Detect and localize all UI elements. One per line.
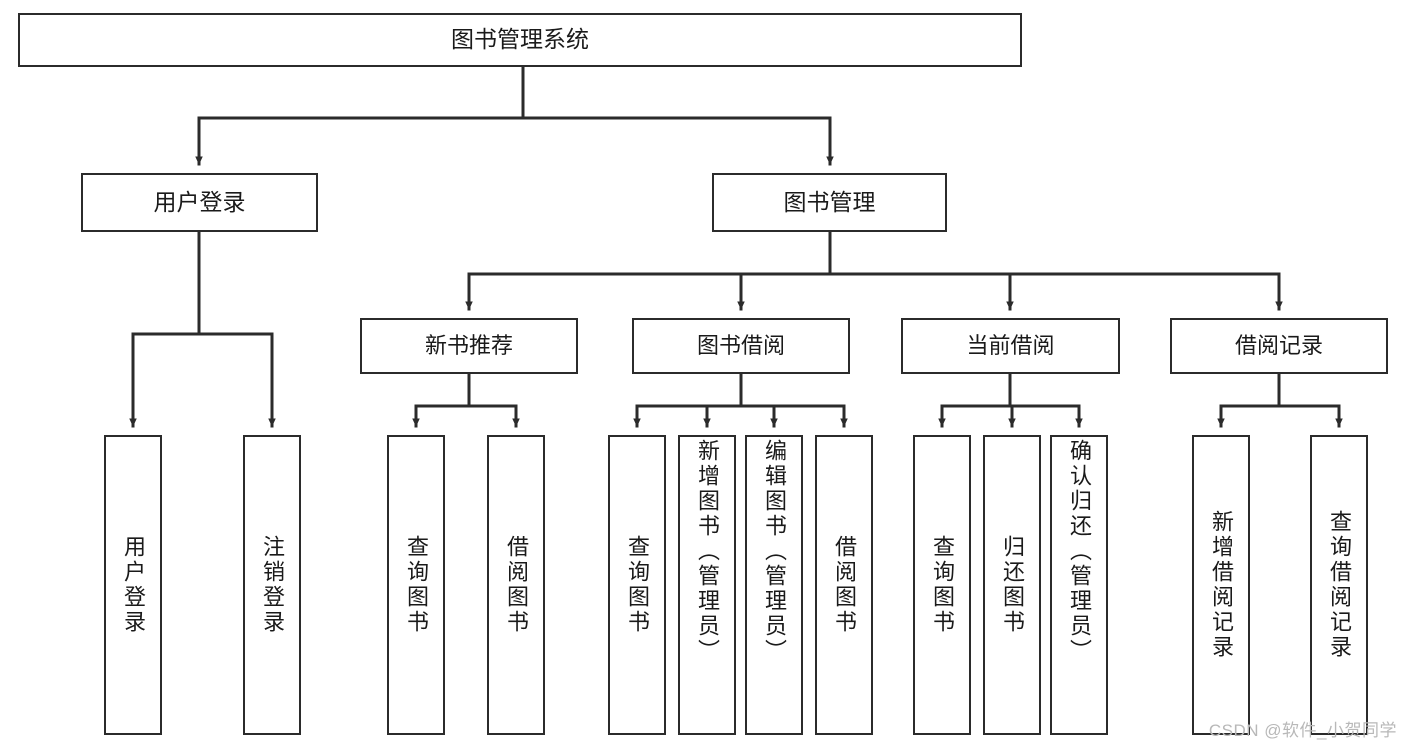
node-leaf-return-book[interactable]: 归还图书 xyxy=(983,435,1041,735)
node-book-borrow-label: 图书借阅 xyxy=(696,333,785,359)
node-book-management[interactable]: 图书管理 xyxy=(712,173,947,232)
node-leaf-edit-book-admin[interactable]: 编辑图书（管理员） xyxy=(745,435,803,735)
node-leaf-logout-login[interactable]: 注销登录 xyxy=(243,435,301,735)
node-leaf-confirm-return-admin[interactable]: 确认归还（管理员） xyxy=(1050,435,1108,735)
node-borrow-record-label: 借阅记录 xyxy=(1234,333,1323,359)
node-leaf-query-book-rec[interactable]: 查询图书 xyxy=(387,435,445,735)
node-leaf-query-book-current[interactable]: 查询图书 xyxy=(913,435,971,735)
node-leaf-return-book-label: 归还图书 xyxy=(1000,535,1025,635)
node-new-book-recommend-label: 新书推荐 xyxy=(424,333,513,359)
node-leaf-borrow-book[interactable]: 借阅图书 xyxy=(815,435,873,735)
node-leaf-query-book-rec-label: 查询图书 xyxy=(404,535,429,635)
node-leaf-confirm-return-admin-label: 确认归还（管理员） xyxy=(1067,439,1092,664)
node-user-login-label: 用户登录 xyxy=(153,188,246,215)
node-leaf-add-borrow-record-label: 新增借阅记录 xyxy=(1209,510,1234,660)
node-leaf-query-book-borrow[interactable]: 查询图书 xyxy=(608,435,666,735)
node-root[interactable]: 图书管理系统 xyxy=(18,13,1022,67)
node-leaf-borrow-book-label: 借阅图书 xyxy=(832,535,857,635)
node-leaf-query-borrow-record[interactable]: 查询借阅记录 xyxy=(1310,435,1368,735)
node-leaf-add-book-admin-label: 新增图书（管理员） xyxy=(695,439,720,664)
node-leaf-borrow-book-rec-label: 借阅图书 xyxy=(504,535,529,635)
node-leaf-query-book-current-label: 查询图书 xyxy=(930,535,955,635)
node-leaf-add-book-admin[interactable]: 新增图书（管理员） xyxy=(678,435,736,735)
node-leaf-query-book-borrow-label: 查询图书 xyxy=(625,535,650,635)
node-root-label: 图书管理系统 xyxy=(451,26,589,53)
node-new-book-recommend[interactable]: 新书推荐 xyxy=(360,318,578,374)
node-leaf-logout-login-label: 注销登录 xyxy=(260,535,285,635)
node-user-login[interactable]: 用户登录 xyxy=(81,173,318,232)
node-leaf-borrow-book-rec[interactable]: 借阅图书 xyxy=(487,435,545,735)
node-borrow-record[interactable]: 借阅记录 xyxy=(1170,318,1388,374)
node-book-borrow[interactable]: 图书借阅 xyxy=(632,318,850,374)
node-current-borrow[interactable]: 当前借阅 xyxy=(901,318,1120,374)
node-leaf-user-login-label: 用户登录 xyxy=(121,535,146,635)
node-leaf-user-login[interactable]: 用户登录 xyxy=(104,435,162,735)
node-leaf-query-borrow-record-label: 查询借阅记录 xyxy=(1327,510,1352,660)
node-book-management-label: 图书管理 xyxy=(783,188,876,215)
node-current-borrow-label: 当前借阅 xyxy=(966,333,1055,359)
node-leaf-edit-book-admin-label: 编辑图书（管理员） xyxy=(762,439,787,664)
node-leaf-add-borrow-record[interactable]: 新增借阅记录 xyxy=(1192,435,1250,735)
